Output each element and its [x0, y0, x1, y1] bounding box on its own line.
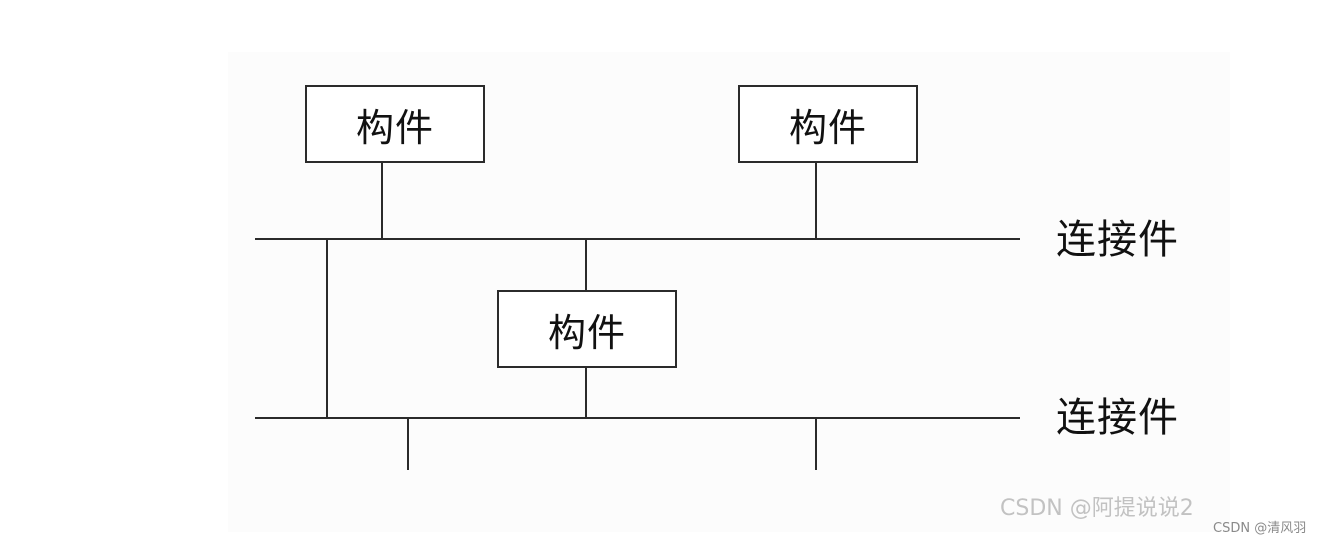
- watermark-large: CSDN @阿提说说2: [1000, 496, 1194, 521]
- connector-label-bottom: 连接件: [1056, 395, 1179, 441]
- connector-line-bottom: [255, 417, 1020, 419]
- watermark-small: CSDN @清风羽: [1213, 521, 1307, 536]
- link-bottom-connector-stub-right: [815, 417, 817, 470]
- link-top-to-bottom-connector: [326, 238, 328, 419]
- link-bottom-connector-stub-left: [407, 417, 409, 470]
- component-label: 构件: [355, 105, 434, 150]
- link-component-2-to-top-connector: [815, 162, 817, 239]
- component-box-2: 构件: [738, 85, 918, 163]
- component-label: 构件: [547, 310, 626, 355]
- connector-line-top: [255, 238, 1020, 240]
- link-top-connector-to-component-3: [585, 238, 587, 292]
- component-box-3: 构件: [497, 290, 677, 368]
- connector-label-top: 连接件: [1056, 217, 1179, 263]
- component-box-1: 构件: [305, 85, 485, 163]
- component-label: 构件: [788, 105, 867, 150]
- link-component-1-to-top-connector: [381, 162, 383, 239]
- link-component-3-to-bottom-connector: [585, 366, 587, 419]
